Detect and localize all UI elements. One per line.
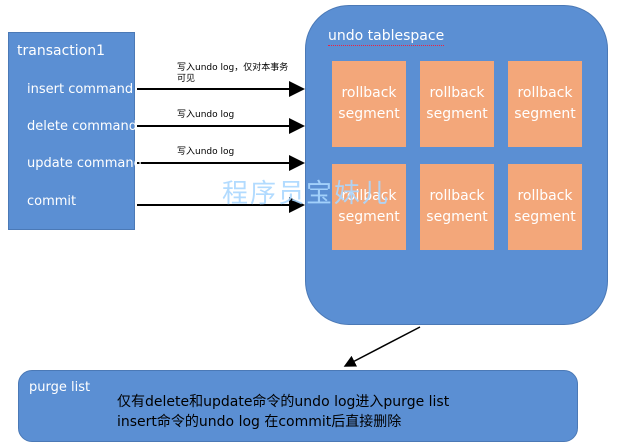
- arrow-label-delete: 写入undo log: [177, 110, 235, 120]
- delete-command-label: delete command: [27, 119, 137, 134]
- watermark-text: 程序员宝妹儿: [222, 179, 391, 209]
- purge-list-box: purge list 仅有delete和update命令的undo log进入p…: [18, 370, 578, 442]
- arrow-label-insert-line1: 写入undo log，仅对本事务: [177, 63, 289, 73]
- commit-label: commit: [27, 194, 77, 209]
- arrow-label-update: 写入undo log: [177, 147, 235, 157]
- purge-note-line2: insert命令的undo log 在commit后直接删除: [117, 414, 402, 430]
- purge-list-title: purge list: [29, 380, 91, 395]
- arrow-to-purge: [343, 326, 421, 367]
- transaction-title: transaction1: [17, 43, 105, 59]
- transaction-box: transaction1 insert command delete comma…: [8, 32, 142, 230]
- arrow-label-insert-line2: 可见: [177, 74, 196, 84]
- insert-command-label: insert command: [27, 82, 134, 97]
- tablespace-title: undo tablespace: [328, 28, 445, 46]
- purge-note-line1: 仅有delete和update命令的undo log进入purge list: [117, 394, 450, 410]
- update-command-label: update command: [27, 156, 142, 171]
